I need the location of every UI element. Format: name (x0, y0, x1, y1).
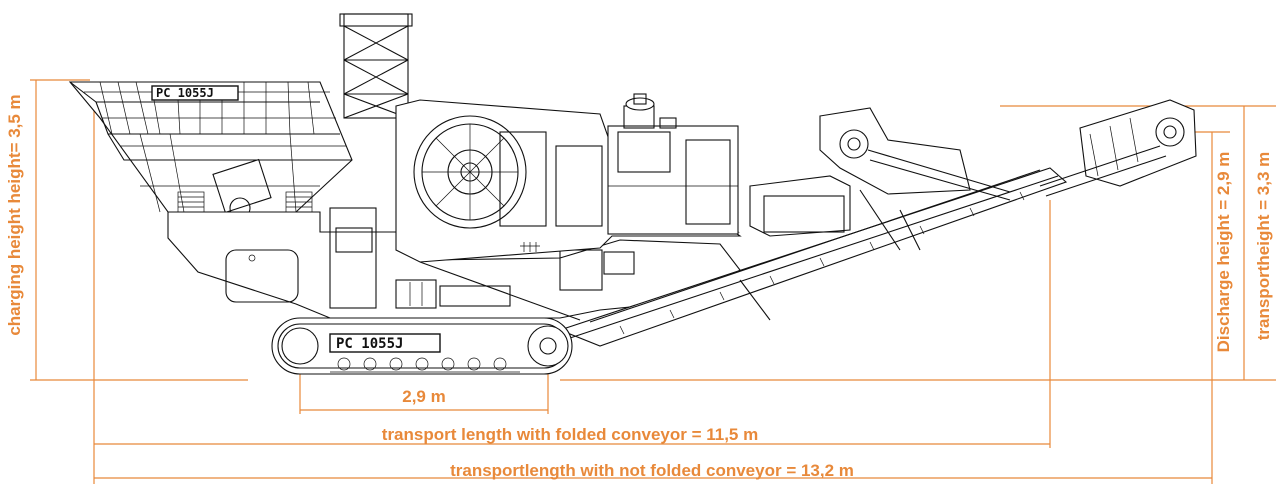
transport-length-folded-label: transport length with folded conveyor = … (382, 425, 758, 444)
power-pack (607, 93, 739, 235)
transport-height-label: transportheight = 3,3 m (1254, 152, 1273, 340)
conveyor-head-right (1039, 99, 1197, 197)
crawler-track: PC 1055J (271, 317, 573, 375)
track-length-label: 2,9 m (402, 387, 445, 406)
main-conveyor (558, 167, 1068, 347)
conveyor-head-left (819, 107, 1011, 201)
transport-length-unfolded-label: transportlength with not folded conveyor… (450, 461, 854, 480)
lattice-tower (339, 13, 413, 119)
discharge-height-label: Discharge height = 2,9 m (1214, 152, 1233, 353)
crusher-machine: PC 1055J (68, 13, 1197, 375)
side-box (749, 175, 851, 237)
chassis (167, 207, 741, 319)
feed-hopper: PC 1055J (68, 81, 353, 219)
model-plate-track: PC 1055J (336, 336, 403, 352)
dimension-labels: charging height height= 3,5 m Discharge … (5, 94, 1273, 480)
charging-height-label: charging height height= 3,5 m (5, 94, 24, 335)
model-plate-top: PC 1055J (156, 86, 214, 100)
